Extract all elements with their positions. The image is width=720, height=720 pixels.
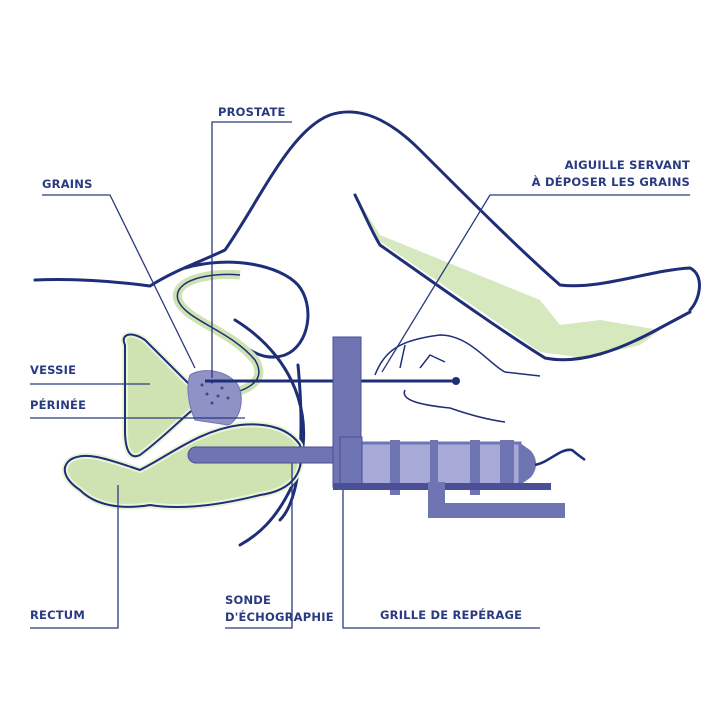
prostate bbox=[187, 370, 242, 426]
label-prostate: PROSTATE bbox=[218, 105, 286, 119]
label-vessie: VESSIE bbox=[30, 363, 77, 377]
label-grains: GRAINS bbox=[42, 177, 93, 191]
label-grille: GRILLE DE REPÉRAGE bbox=[380, 608, 523, 622]
label-perinee: PÉRINÉE bbox=[30, 398, 87, 412]
hand bbox=[374, 334, 541, 423]
label-rectum: RECTUM bbox=[30, 608, 85, 622]
label-aiguille: AIGUILLE SERVANT À DÉPOSER LES GRAINS bbox=[532, 157, 690, 191]
stepper-base bbox=[428, 482, 565, 518]
label-sonde-line1: SONDE bbox=[225, 593, 272, 607]
label-sonde: SONDE D'ÉCHOGRAPHIE bbox=[225, 592, 334, 626]
ultrasound-probe bbox=[187, 446, 344, 464]
label-aiguille-line1: AIGUILLE SERVANT bbox=[564, 158, 690, 172]
stepper-rings bbox=[390, 440, 514, 495]
label-sonde-line2: D'ÉCHOGRAPHIE bbox=[225, 610, 334, 624]
label-aiguille-line2: À DÉPOSER LES GRAINS bbox=[531, 175, 690, 189]
